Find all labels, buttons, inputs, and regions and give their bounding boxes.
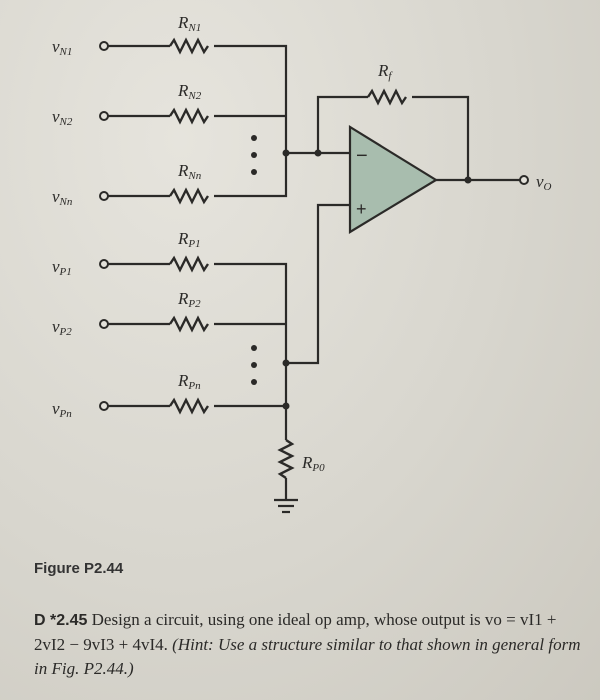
resistor-label-RN2: RN2 [177, 81, 202, 102]
ground-symbol [274, 498, 298, 514]
resistor-label-RP1: RP1 [177, 229, 201, 250]
input-branch-vP1: vP1 RP1 [52, 229, 288, 406]
input-label-vPn: vPn [52, 399, 72, 420]
resistor-label-RPn: RPn [177, 371, 201, 392]
input-label-vN2: vN2 [52, 107, 73, 128]
input-branch-vPn: vPn RPn [52, 371, 286, 420]
input-label-vP2: vP2 [52, 317, 72, 338]
node-noninverting-input [282, 359, 290, 367]
op-amp-minus-sign: − [356, 145, 368, 167]
resistor-branch-RP0: RP0 [274, 406, 325, 514]
resistor-RPn [169, 397, 209, 415]
resistor-RNn [169, 187, 209, 205]
output-terminal [519, 175, 529, 185]
figure-caption: Figure P2.44 [34, 560, 124, 577]
resistor-Rf [367, 88, 407, 106]
input-branch-vN1: vN1 RN1 [52, 13, 288, 153]
input-terminal-vP2 [99, 319, 109, 329]
resistor-RP1 [169, 255, 209, 273]
input-terminal-vN1 [99, 41, 109, 51]
ellipsis-positive [251, 345, 257, 385]
resistor-label-RP0: RP0 [301, 453, 325, 474]
problem-hint: (Hint: Use a structure similar to that s… [34, 635, 581, 678]
resistor-RP2 [169, 315, 209, 333]
ellipsis-negative [251, 135, 257, 175]
input-label-vN1: vN1 [52, 37, 72, 58]
resistor-label-RP2: RP2 [177, 289, 201, 310]
problem-number: D *2.45 [34, 612, 88, 629]
input-branch-vNn: vNn RNn [52, 153, 288, 208]
op-amp: − + [348, 125, 439, 234]
input-terminal-vNn [99, 191, 109, 201]
input-branch-vP2: vP2 RP2 [52, 289, 286, 338]
problem-statement: D *2.45 Design a circuit, using one idea… [34, 608, 590, 681]
input-terminal-vPn [99, 401, 109, 411]
input-label-vNn: vNn [52, 187, 73, 208]
input-terminal-vN2 [99, 111, 109, 121]
resistor-label-RNn: RNn [177, 161, 202, 182]
resistor-label-Rf: Rf [377, 61, 393, 82]
op-amp-plus-sign: + [356, 199, 367, 219]
resistor-label-RN1: RN1 [177, 13, 201, 34]
node-output [464, 176, 472, 184]
resistor-RN1 [169, 37, 209, 55]
resistor-RP0 [277, 439, 295, 479]
op-amp-body [348, 125, 439, 234]
node-negative-sum [282, 149, 290, 157]
input-terminal-vP1 [99, 259, 109, 269]
input-branch-vN2: vN2 RN2 [52, 81, 286, 128]
input-label-vP1: vP1 [52, 257, 72, 278]
output-label-vO: vO [536, 172, 552, 193]
feedback-path: Rf [316, 61, 470, 180]
problem-text: Design a circuit, using one ideal op amp… [34, 610, 557, 654]
resistor-RN2 [169, 107, 209, 125]
circuit-diagram: vN1 RN1 vN2 RN2 vNn RNn Rf [52, 13, 552, 514]
